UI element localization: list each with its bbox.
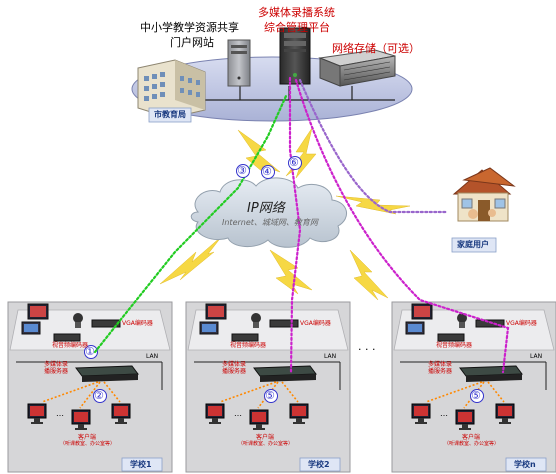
school-text: … xyxy=(440,409,448,418)
home-user-label-box xyxy=(451,237,497,253)
data-paths xyxy=(93,76,510,374)
school-text: （听课教室、办公室等） xyxy=(60,441,116,447)
school-text: LAN xyxy=(146,353,159,360)
school-text: ⑤ xyxy=(265,389,275,402)
school-text: LAN xyxy=(530,353,543,360)
schools-ellipsis: · · · xyxy=(358,343,376,356)
school-text: VGA编码器 xyxy=(300,320,331,327)
school-text: 多媒体录 xyxy=(44,361,69,368)
marker-6 xyxy=(288,156,302,170)
edu-bureau-label: 市教育局 xyxy=(154,110,186,119)
school-text: 播服务器 xyxy=(44,368,69,375)
green-upload-path xyxy=(93,94,288,354)
school-text: 视音频编码器 xyxy=(230,342,267,349)
school-text: … xyxy=(234,409,242,418)
edu-bureau-label-box xyxy=(148,107,192,123)
home-user-label: 家庭用户 xyxy=(457,240,489,249)
school-panels xyxy=(7,301,556,473)
cloud-subtitle: Internet、城域网、教育网 xyxy=(222,218,318,227)
school-panel-2 xyxy=(185,301,351,473)
platform-server-icon xyxy=(279,27,311,85)
marker-4 xyxy=(261,165,275,179)
marker-3-label: ③ xyxy=(237,164,247,177)
school-text: 视音频编码器 xyxy=(52,342,89,349)
school-text: ② xyxy=(94,389,104,402)
school-text: 视音频编码器 xyxy=(436,342,473,349)
marker-3 xyxy=(236,164,250,178)
school-text: 客户端 xyxy=(462,434,481,441)
school-text: … xyxy=(56,409,64,418)
school-text: （听课教室、办公室等） xyxy=(444,441,500,447)
magenta-path-school-n xyxy=(294,78,510,374)
school-text: 客户端 xyxy=(78,434,97,441)
school-text: 播服务器 xyxy=(222,368,247,375)
school-text: VGA编码器 xyxy=(122,320,153,327)
portal-server-icon xyxy=(227,39,251,87)
school-text: LAN xyxy=(324,353,337,360)
school-text: 多媒体录 xyxy=(222,361,247,368)
school-panel-1 xyxy=(7,301,173,473)
edu-bureau-building-icon xyxy=(137,59,206,119)
school-text: ⑤ xyxy=(471,389,481,402)
school-text: 客户端 xyxy=(256,434,275,441)
school-text: ① xyxy=(85,345,95,358)
school-panel-3 xyxy=(391,301,556,473)
school-text: 学校n xyxy=(514,460,536,469)
platform-label-line1: 多媒体录播系统 xyxy=(258,6,335,19)
school-text: （听课教室、办公室等） xyxy=(238,441,294,447)
magenta-path-school2 xyxy=(288,76,302,374)
lightning-bolts xyxy=(159,127,411,301)
school-text: 播服务器 xyxy=(428,368,453,375)
network-storage-icon xyxy=(318,49,396,87)
marker-4-label: ④ xyxy=(262,165,272,178)
school-text: VGA编码器 xyxy=(506,320,537,327)
portal-label-line2: 门户网站 xyxy=(170,36,214,49)
cloud-title: IP网络 xyxy=(247,201,285,216)
school-text: 学校2 xyxy=(308,460,330,469)
platform-label-line2: 综合管理平台 xyxy=(264,21,330,34)
purple-path-home xyxy=(298,78,448,214)
marker-6-label: ⑥ xyxy=(289,156,299,169)
home-user-house-icon xyxy=(452,167,516,222)
step-markers xyxy=(236,156,302,179)
portal-label-line1: 中小学教学资源共享 xyxy=(140,21,239,34)
school-text: 学校1 xyxy=(130,460,152,469)
storage-label: 网络存储（可选） xyxy=(332,42,420,55)
school-text: 多媒体录 xyxy=(428,361,453,368)
